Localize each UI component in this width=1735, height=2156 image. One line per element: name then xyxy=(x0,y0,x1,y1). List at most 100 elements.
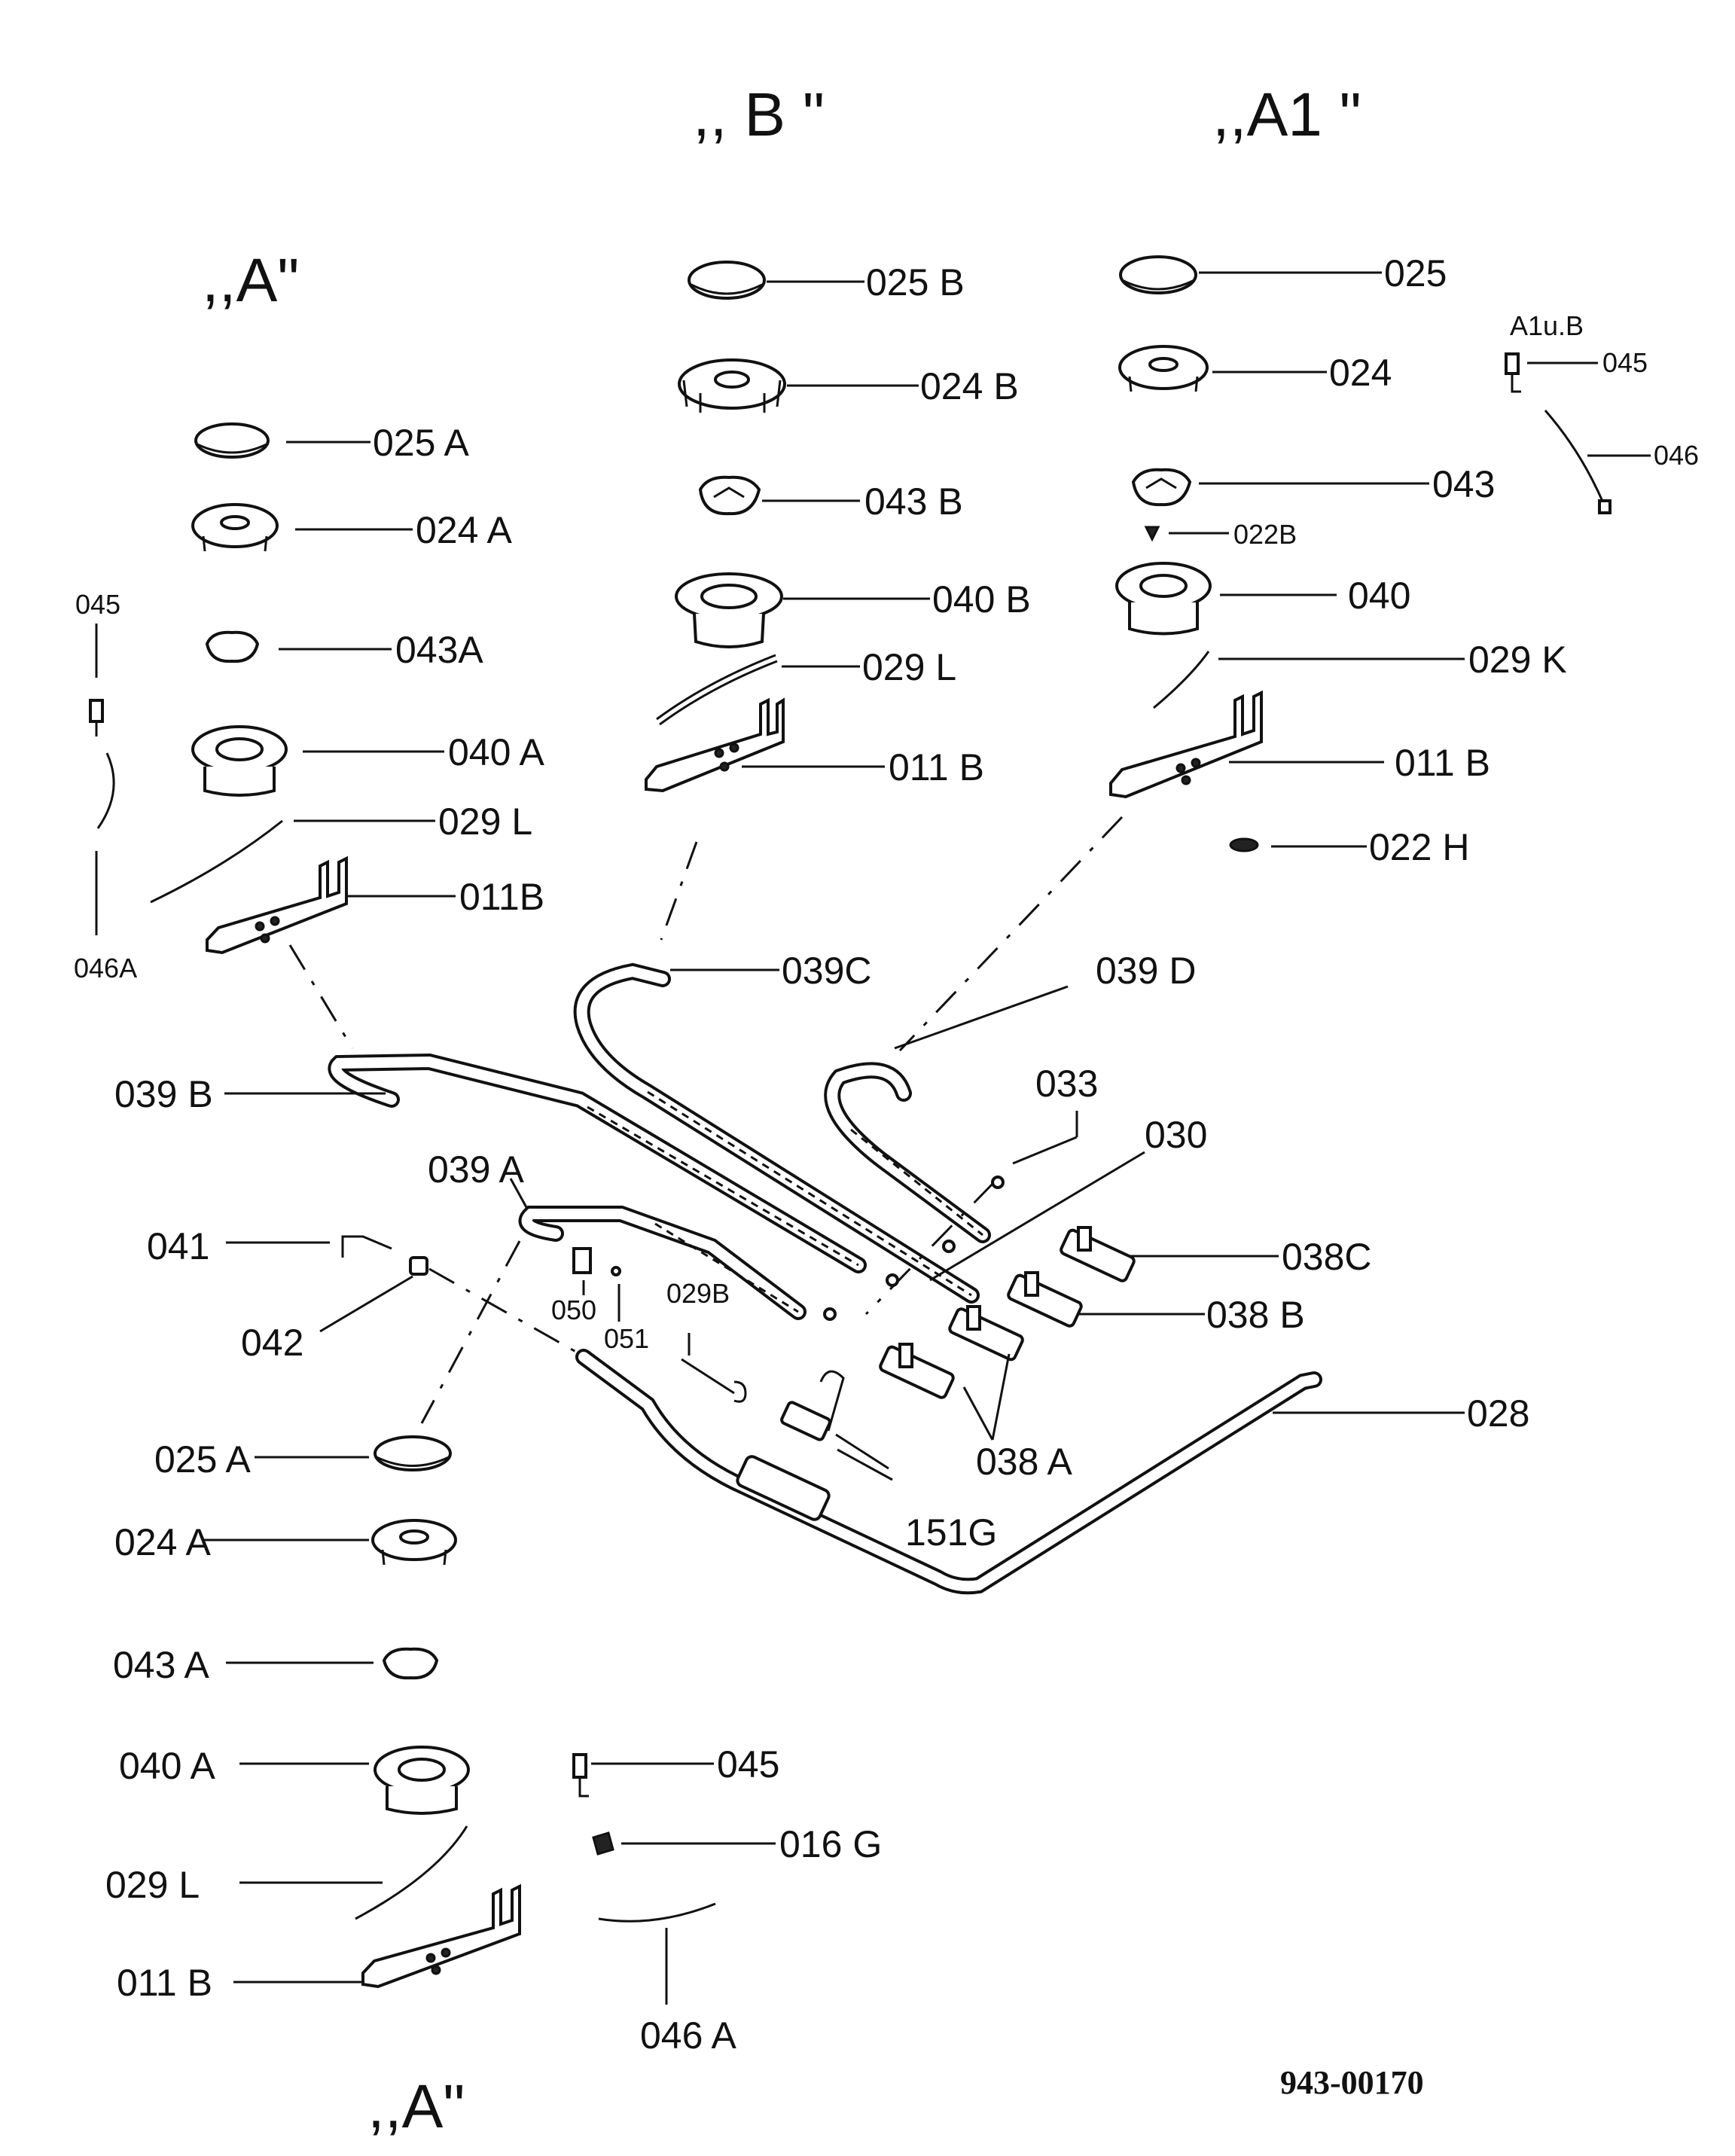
label-011b-a1: 011 B xyxy=(1395,742,1490,784)
label-046a-bottom: 046 A xyxy=(640,2014,737,2057)
label-046a-left: 046A xyxy=(74,953,137,983)
hose-039d xyxy=(824,1062,991,1243)
label-011b-bottom: 011 B xyxy=(117,1962,212,2004)
thermocouple-029b xyxy=(681,1358,889,1470)
hose-039c xyxy=(573,962,980,1304)
flame-spreader-a-top xyxy=(191,503,279,552)
group-label-b: ,, B " xyxy=(693,81,825,149)
label-024a-top: 024 A xyxy=(416,509,513,551)
nut-042 xyxy=(409,1256,428,1276)
leader-151g xyxy=(837,1448,893,1481)
leader-042 xyxy=(319,1275,413,1333)
label-033: 033 xyxy=(1035,1063,1098,1105)
injector-ring-a1 xyxy=(1131,468,1192,507)
label-045-a1: 045 xyxy=(1602,347,1648,378)
spark-electrode-a1 xyxy=(1505,352,1521,393)
label-011b-top: 011B xyxy=(459,876,544,918)
explode-line-042 xyxy=(428,1267,581,1356)
elbow-041 xyxy=(341,1235,392,1258)
bracket-b xyxy=(645,697,785,793)
seal-a xyxy=(942,1240,956,1253)
gas-tap-038a-2 xyxy=(879,1343,955,1399)
burner-cap-b xyxy=(688,261,766,300)
label-039a: 039 A xyxy=(428,1148,525,1191)
injector-ring-a-top xyxy=(205,630,260,663)
burner-cap-a-top xyxy=(194,422,270,459)
nozzle-050 xyxy=(572,1247,592,1274)
washer-051 xyxy=(611,1266,621,1276)
label-016g: 016 G xyxy=(779,1823,882,1865)
clip-016g xyxy=(592,1831,614,1856)
label-039c: 039C xyxy=(782,950,872,992)
label-038c: 038C xyxy=(1282,1236,1372,1278)
spark-electrode-bottom xyxy=(572,1753,589,1798)
label-025a-bottom: 025 A xyxy=(154,1438,252,1481)
hose-039b xyxy=(328,1053,867,1273)
label-043a-top: 043A xyxy=(395,629,483,671)
injector-ring-a-bottom xyxy=(382,1647,439,1680)
ignition-cable-left xyxy=(96,752,115,829)
explode-line-a-bottom xyxy=(420,1240,521,1424)
label-025a-top: 025 A xyxy=(373,422,470,464)
group-label-a1: ,,A1 " xyxy=(1212,81,1361,149)
hose-039a xyxy=(518,1206,807,1320)
seal-033 xyxy=(991,1176,1005,1189)
thermocouple-a-top xyxy=(150,819,283,904)
label-029l-top: 029 L xyxy=(438,800,532,843)
label-038b: 038 B xyxy=(1206,1294,1305,1336)
screw-022b xyxy=(1144,526,1160,542)
ignition-cable-a1 xyxy=(1544,410,1605,505)
burner-body-b xyxy=(675,572,783,648)
label-024a-bottom: 024 A xyxy=(114,1521,212,1563)
bracket-a1 xyxy=(1109,690,1263,799)
ignition-cable-end-a1 xyxy=(1598,499,1612,514)
label-043b: 043 B xyxy=(864,480,963,523)
label-043: 043 xyxy=(1432,463,1495,505)
label-040a-bottom: 040 A xyxy=(119,1745,216,1787)
leader-033 xyxy=(1012,1136,1078,1165)
label-045-bottom: 045 xyxy=(717,1743,779,1785)
burner-body-a1 xyxy=(1115,562,1212,636)
ignition-cable-bottom xyxy=(598,1902,716,1923)
label-039b: 039 B xyxy=(114,1073,213,1115)
leader-039a xyxy=(509,1178,529,1209)
drawing-number: 943-00170 xyxy=(1280,2064,1424,2101)
label-040b: 040 B xyxy=(932,578,1031,621)
flame-spreader-a-bottom xyxy=(371,1519,457,1566)
gas-tap-038c xyxy=(1060,1226,1136,1282)
burner-cap-a-bottom xyxy=(374,1435,452,1471)
label-038a: 038 A xyxy=(976,1441,1073,1483)
label-025b: 025 B xyxy=(866,261,965,303)
label-029b: 029B xyxy=(666,1278,730,1309)
flame-spreader-a1 xyxy=(1118,345,1209,392)
label-045-left: 045 xyxy=(75,589,120,620)
label-041: 041 xyxy=(147,1225,209,1267)
label-029l-b: 029 L xyxy=(862,646,956,688)
injector-ring-b xyxy=(698,475,761,516)
label-a1ub: A1u.B xyxy=(1510,310,1584,341)
bracket-a-top xyxy=(206,855,348,955)
label-151g: 151G xyxy=(905,1511,997,1554)
thermocouple-a-bottom xyxy=(355,1825,468,1920)
explode-line-a1 xyxy=(898,816,1124,1052)
label-043a-bottom: 043 A xyxy=(113,1644,210,1686)
label-042: 042 xyxy=(241,1322,303,1364)
seal-b xyxy=(886,1273,899,1287)
label-046: 046 xyxy=(1654,440,1699,471)
gas-manifold-028 xyxy=(575,1349,1322,1595)
gas-tap-038b xyxy=(1007,1271,1083,1328)
spark-electrode-left xyxy=(89,699,104,736)
burner-body-a-bottom xyxy=(374,1746,470,1815)
label-022h: 022 H xyxy=(1369,826,1469,868)
label-024b: 024 B xyxy=(920,365,1019,407)
label-022b: 022B xyxy=(1233,519,1297,550)
screw-022h xyxy=(1229,837,1259,852)
label-029l-bottom: 029 L xyxy=(105,1864,200,1906)
explode-line-a-top xyxy=(288,944,354,1049)
leader-038a xyxy=(962,1353,1011,1441)
thermocouple-b xyxy=(656,654,778,726)
gas-tap-038a-1 xyxy=(948,1305,1024,1362)
label-051: 051 xyxy=(604,1323,649,1354)
